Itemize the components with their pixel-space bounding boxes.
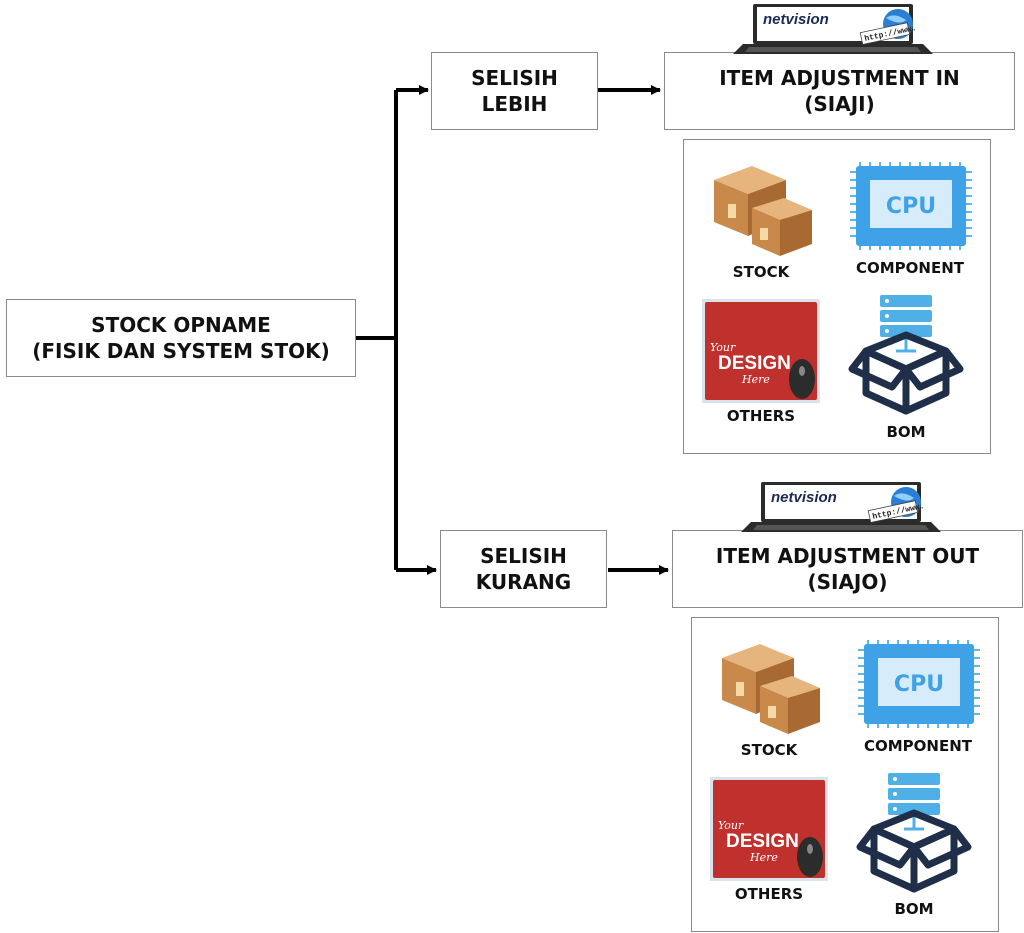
netvision-logo-icon: netvision http://www.: [733, 4, 933, 54]
bom-box-server-icon: [856, 773, 972, 893]
bottom-stock-label: STOCK: [740, 741, 798, 759]
svg-text:netvision: netvision: [771, 489, 837, 506]
item-adjustment-out-line1: ITEM ADJUSTMENT OUT: [715, 544, 980, 568]
bom-box-server-icon: [848, 295, 964, 415]
cpu-chip-icon: CPU: [850, 162, 972, 250]
item-adjustment-out-line2: (SIAJO): [807, 570, 888, 594]
selisih-lebih-line1: SELISIH: [471, 66, 558, 90]
selisih-lebih-line2: LEBIH: [481, 92, 548, 116]
selisih-lebih-box: SELISIH LEBIH: [431, 52, 598, 130]
svg-text:Your: Your: [718, 819, 744, 832]
stock-opname-box: STOCK OPNAME (FISIK DAN SYSTEM STOK): [6, 299, 356, 377]
cpu-chip-icon: CPU: [858, 640, 980, 728]
top-bom-label: BOM: [886, 423, 926, 441]
svg-text:Here: Here: [741, 373, 770, 386]
selisih-kurang-line1: SELISIH: [480, 544, 567, 568]
stock-boxes-icon: [714, 166, 812, 256]
bottom-others-label: OTHERS: [734, 885, 804, 903]
svg-text:Here: Here: [749, 851, 778, 864]
svg-text:CPU: CPU: [894, 672, 944, 697]
bottom-bom-label: BOM: [894, 900, 934, 918]
item-adjustment-out-box: ITEM ADJUSTMENT OUT (SIAJO): [672, 530, 1023, 608]
svg-text:Your: Your: [710, 341, 736, 354]
bottom-component-label: COMPONENT: [863, 737, 973, 755]
stock-boxes-icon: [722, 644, 820, 734]
svg-text:DESIGN: DESIGN: [726, 831, 799, 852]
top-component-label: COMPONENT: [855, 259, 965, 277]
selisih-kurang-box: SELISIH KURANG: [440, 530, 607, 608]
top-others-label: OTHERS: [726, 407, 796, 425]
item-adjustment-in-line1: ITEM ADJUSTMENT IN: [719, 66, 960, 90]
your-design-here-icon: Your DESIGN Here: [702, 299, 820, 403]
item-adjustment-in-box: ITEM ADJUSTMENT IN (SIAJI): [664, 52, 1015, 130]
stock-opname-line2: (FISIK DAN SYSTEM STOK): [32, 339, 330, 363]
svg-text:netvision: netvision: [763, 11, 829, 28]
selisih-kurang-line2: KURANG: [475, 570, 572, 594]
netvision-logo-icon: netvision http://www.: [741, 482, 941, 532]
stock-opname-line1: STOCK OPNAME: [91, 313, 271, 337]
your-design-here-icon: Your DESIGN Here: [710, 777, 828, 881]
item-adjustment-in-line2: (SIAJI): [804, 92, 875, 116]
svg-text:CPU: CPU: [886, 194, 936, 219]
svg-text:DESIGN: DESIGN: [718, 353, 791, 374]
top-stock-label: STOCK: [732, 263, 790, 281]
